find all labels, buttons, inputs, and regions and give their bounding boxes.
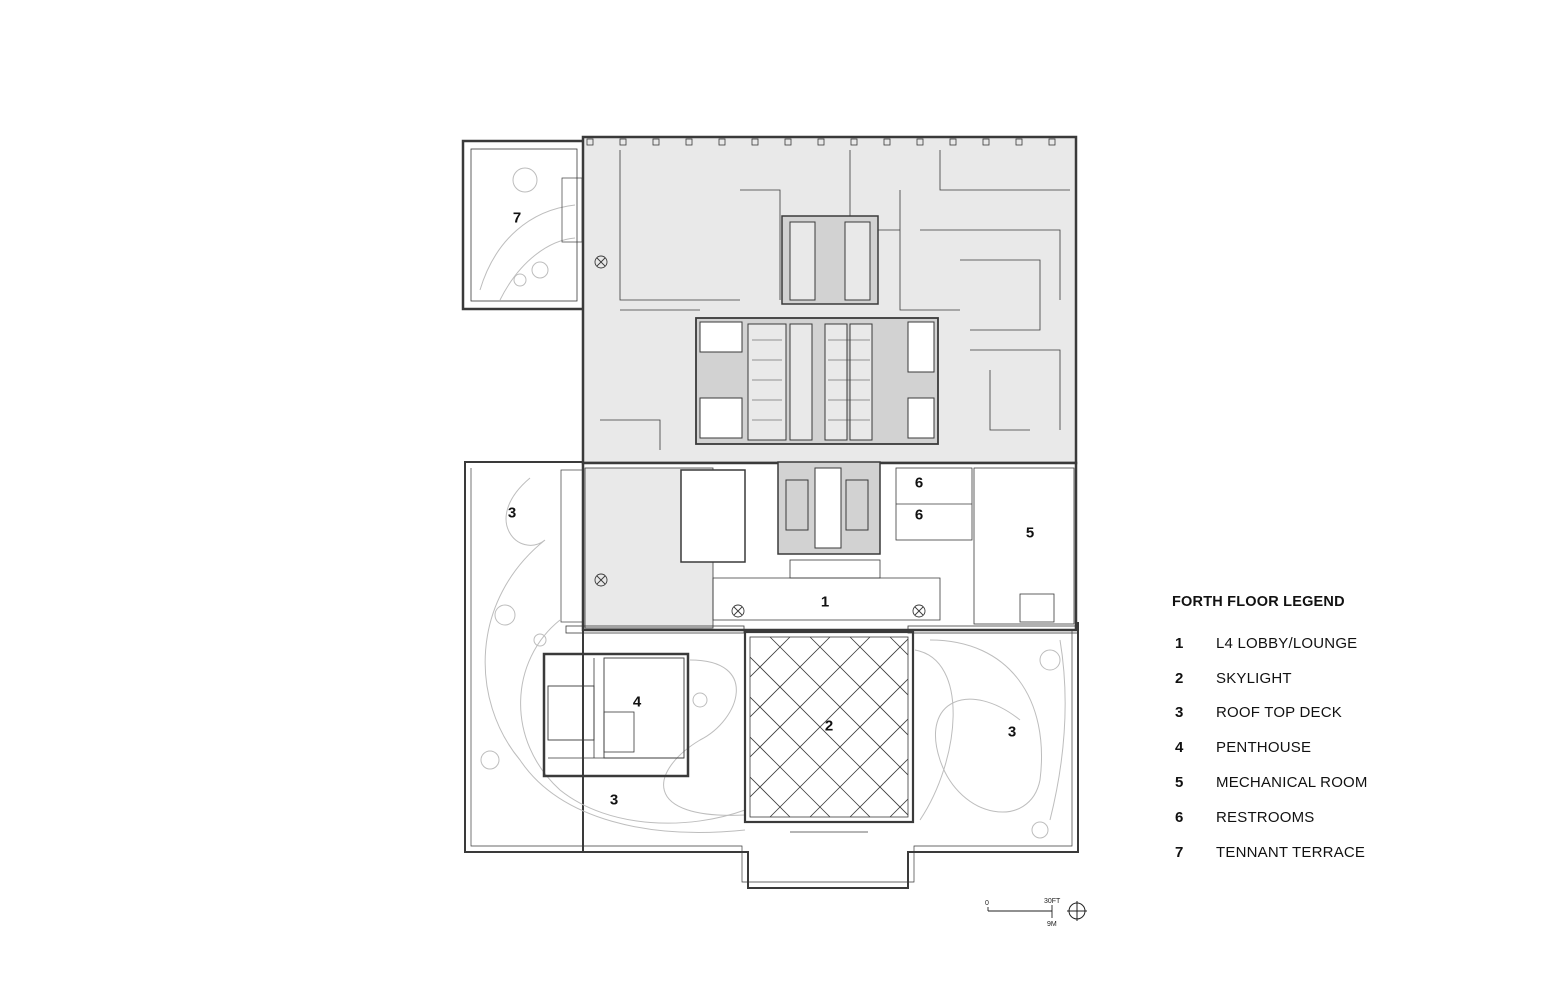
label-deck-east: 3 <box>1007 723 1017 741</box>
penthouse <box>542 652 690 778</box>
legend-item-number: 5 <box>1175 774 1184 792</box>
label-skylight: 2 <box>824 717 834 735</box>
legend-item: 6 RESTROOMS <box>1172 800 1512 835</box>
floor-legend: FORTH FLOOR LEGEND 1 L4 LOBBY/LOUNGE 2 S… <box>1172 594 1512 870</box>
north-arrow-icon <box>1067 901 1087 921</box>
legend-item-number: 4 <box>1175 739 1184 757</box>
scale-feet-label: 30FT <box>1044 898 1061 905</box>
label-terrace: 7 <box>512 209 522 227</box>
roof-deck <box>464 461 1079 889</box>
label-mechanical: 5 <box>1025 524 1035 542</box>
scale-zero-label: 0 <box>985 900 989 907</box>
legend-item: 5 MECHANICAL ROOM <box>1172 765 1512 800</box>
legend-item-label: L4 LOBBY/LOUNGE <box>1216 634 1358 652</box>
plan-drawing <box>461 135 1079 889</box>
legend-item-number: 6 <box>1175 808 1184 826</box>
scale-meters-label: 9M <box>1047 921 1057 928</box>
legend-item-number: 2 <box>1175 669 1184 687</box>
legend-item: 1 L4 LOBBY/LOUNGE <box>1172 626 1512 661</box>
legend-title: FORTH FLOOR LEGEND <box>1172 594 1345 610</box>
legend-item: 3 ROOF TOP DECK <box>1172 696 1512 731</box>
office-floor <box>565 135 1079 634</box>
label-deck-south: 3 <box>609 791 619 809</box>
legend-item-number: 1 <box>1175 634 1184 652</box>
legend-item-label: ROOF TOP DECK <box>1216 704 1342 722</box>
label-restroom-lower: 6 <box>914 506 924 524</box>
label-lobby: 1 <box>820 593 830 611</box>
legend-item: 4 PENTHOUSE <box>1172 730 1512 765</box>
legend-item-label: TENNANT TERRACE <box>1216 843 1366 861</box>
legend-item-label: PENTHOUSE <box>1216 739 1312 757</box>
legend-item-number: 3 <box>1175 704 1184 722</box>
skylight <box>743 630 915 833</box>
legend-item: 2 SKYLIGHT <box>1172 661 1512 696</box>
label-restroom-upper: 6 <box>914 474 924 492</box>
label-penthouse: 4 <box>632 693 642 711</box>
legend-item-label: RESTROOMS <box>1216 808 1315 826</box>
label-deck-west: 3 <box>507 504 517 522</box>
legend-item-label: SKYLIGHT <box>1216 669 1292 687</box>
tenant-terrace <box>461 139 587 311</box>
legend-item: 7 TENNANT TERRACE <box>1172 835 1512 870</box>
legend-item-label: MECHANICAL ROOM <box>1216 774 1368 792</box>
scale-bar: 0 30FT 9M <box>985 898 1061 928</box>
legend-item-number: 7 <box>1175 843 1184 861</box>
